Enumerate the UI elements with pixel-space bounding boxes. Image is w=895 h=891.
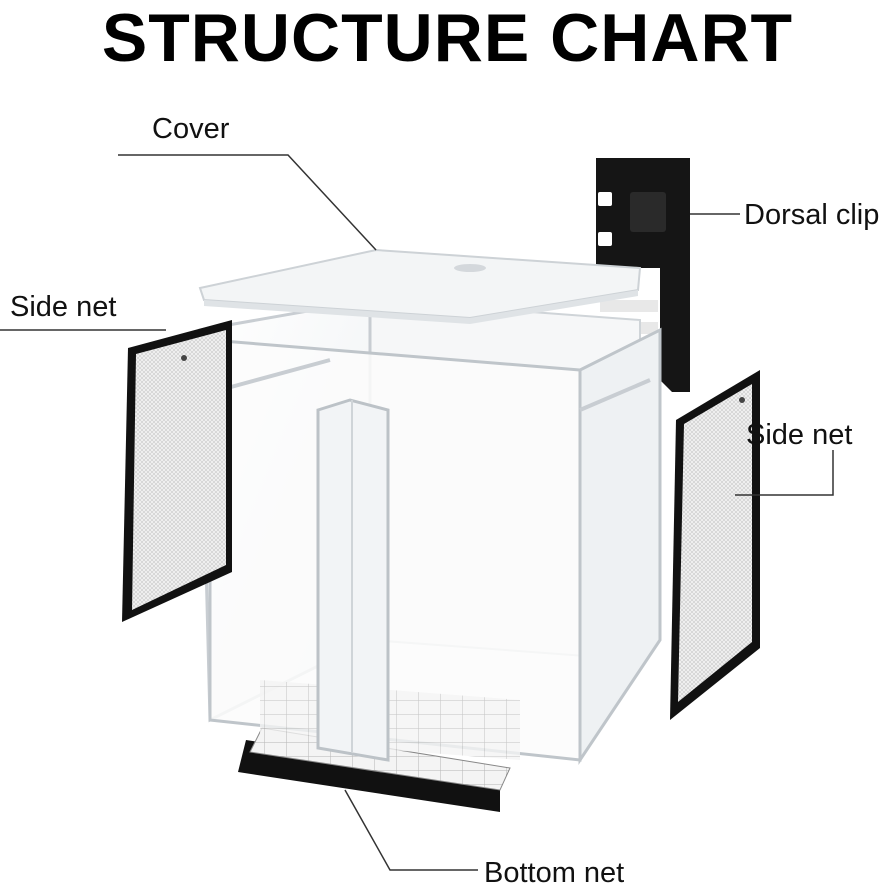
page-title: STRUCTURE CHART	[101, 0, 794, 76]
side-net-left-label: Side net	[10, 291, 117, 323]
leader-lines	[0, 154, 834, 871]
side-net-right-leader-line	[735, 450, 834, 496]
dorsal-clip-label: Dorsal clip	[744, 199, 880, 231]
cover-leader-line	[118, 154, 377, 251]
bottom-net-leader-line	[344, 789, 478, 871]
side-net-left-part	[122, 320, 232, 622]
cover-part	[198, 248, 642, 324]
side-net-right-label: Side net	[746, 419, 853, 451]
side-net-right-part	[670, 370, 760, 720]
bottom-net-label: Bottom net	[484, 857, 625, 889]
cover-label: Cover	[152, 113, 230, 145]
box-body-part	[198, 298, 662, 765]
